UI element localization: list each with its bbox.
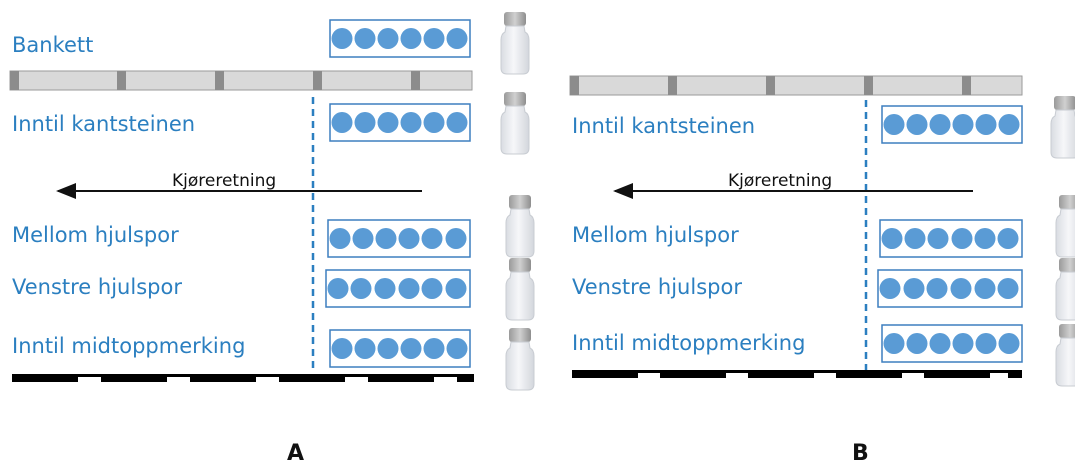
sample-dot [350, 278, 372, 299]
sample-dot [998, 114, 1020, 135]
sample-dot [423, 112, 445, 133]
sample-row-bankett [329, 19, 471, 58]
sample-dot [398, 228, 420, 249]
bottle-icon [500, 92, 530, 155]
sample-box [881, 324, 1023, 363]
label-inntil-midtoppmerking: Inntil midtoppmerking [12, 334, 245, 358]
sample-dot [926, 278, 948, 299]
lane-marking [572, 370, 1022, 378]
sample-dot [400, 112, 422, 133]
sample-row-kantstein [881, 105, 1023, 144]
sample-dot [904, 228, 926, 249]
sample-dot [998, 333, 1020, 354]
sample-dot [354, 28, 376, 49]
sample-dot [421, 278, 443, 299]
panel-letter-b: B [852, 441, 869, 461]
sample-dot [927, 228, 949, 249]
bottle-icon [505, 195, 535, 258]
sample-row-midtopp [881, 324, 1023, 363]
sample-dot [950, 278, 972, 299]
sample-dot [423, 28, 445, 49]
bottle-icon [1055, 258, 1075, 321]
sample-dot [423, 338, 445, 359]
sample-dot [445, 278, 467, 299]
sample-dot [446, 112, 468, 133]
sample-dot [879, 278, 901, 299]
sample-box [325, 269, 471, 308]
sample-dot [377, 338, 399, 359]
sample-dot [354, 338, 376, 359]
curbstone [569, 75, 1023, 96]
sample-dot [400, 338, 422, 359]
sample-row-venstre [325, 269, 471, 308]
sample-dot [377, 112, 399, 133]
sample-dot [929, 333, 951, 354]
sample-dot [974, 278, 996, 299]
sample-row-kantstein [329, 103, 471, 142]
driving-direction-label: Kjøreretning [728, 171, 832, 191]
sample-dot [906, 114, 928, 135]
sample-dot [883, 333, 905, 354]
sample-dot [997, 228, 1019, 249]
bottle-icon [505, 328, 535, 391]
sample-dot [331, 28, 353, 49]
sample-row-venstre [877, 269, 1023, 308]
sample-dot [906, 333, 928, 354]
sample-dot [421, 228, 443, 249]
sample-dot [975, 114, 997, 135]
label-venstre-hjulspor: Venstre hjulspor [572, 275, 742, 299]
sample-dot [952, 114, 974, 135]
label-inntil-kantsteinen: Inntil kantsteinen [572, 114, 755, 138]
bottle-icon [1055, 324, 1075, 387]
sample-dot [331, 112, 353, 133]
sample-dot [329, 228, 351, 249]
sample-dot [445, 228, 467, 249]
sample-row-mellom [327, 219, 471, 258]
label-mellom-hjulspor: Mellom hjulspor [572, 223, 739, 247]
sample-dot [997, 278, 1019, 299]
lane-marking [12, 374, 474, 382]
label-inntil-kantsteinen: Inntil kantsteinen [12, 112, 195, 136]
bottle-icon [1055, 195, 1075, 258]
sample-dot [327, 278, 349, 299]
panel-b: Inntil kantsteinen Mellom hjulspor Venst… [569, 75, 1075, 461]
sample-dot [446, 28, 468, 49]
panel-a: Bankett Inntil kantsteinen Mellom hjulsp… [9, 12, 535, 461]
sample-dot [354, 112, 376, 133]
bottle-icon [505, 258, 535, 321]
sample-dot [903, 278, 925, 299]
bottle-icon [1050, 96, 1075, 159]
sample-dot [952, 333, 974, 354]
label-mellom-hjulspor: Mellom hjulspor [12, 223, 179, 247]
bottle-icon [500, 12, 530, 75]
sample-dot [377, 28, 399, 49]
label-venstre-hjulspor: Venstre hjulspor [12, 275, 182, 299]
label-bankett: Bankett [12, 33, 93, 57]
sample-row-midtopp [329, 329, 471, 368]
sample-box [879, 219, 1023, 258]
sample-dot [446, 338, 468, 359]
panel-letter-a: A [287, 441, 304, 461]
sample-dot [375, 228, 397, 249]
curbstone [9, 70, 473, 91]
sample-dot [352, 228, 374, 249]
sample-dot [974, 228, 996, 249]
sample-row-mellom [879, 219, 1023, 258]
sample-dot [883, 114, 905, 135]
sample-dot [400, 28, 422, 49]
sample-dot [331, 338, 353, 359]
driving-direction-label: Kjøreretning [172, 171, 276, 191]
sample-dot [975, 333, 997, 354]
sample-dot [881, 228, 903, 249]
sample-dot [398, 278, 420, 299]
label-inntil-midtoppmerking: Inntil midtoppmerking [572, 331, 805, 355]
sample-dot [929, 114, 951, 135]
sample-dot [374, 278, 396, 299]
sample-dot [951, 228, 973, 249]
